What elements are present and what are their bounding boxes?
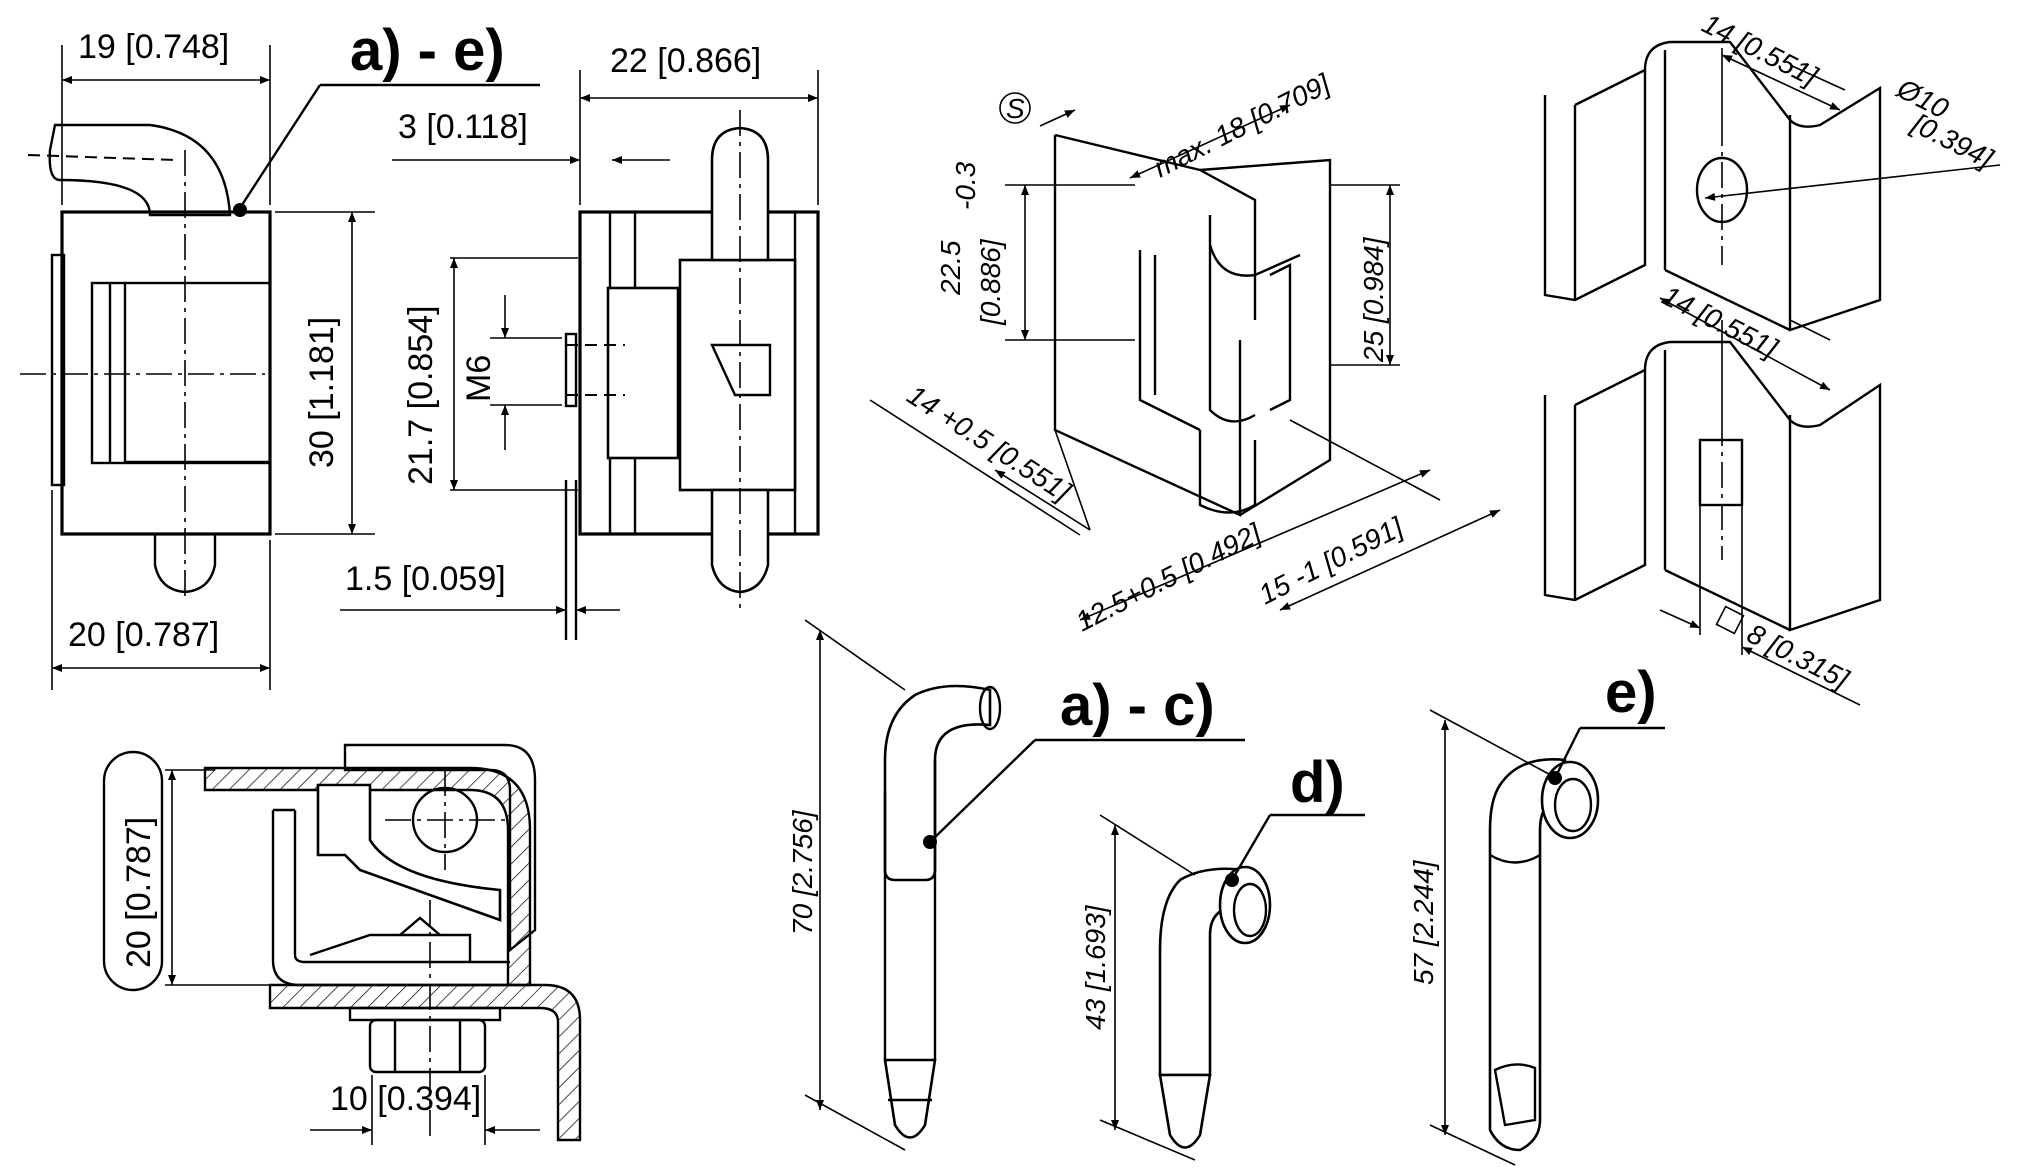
callout-d: d) <box>1290 750 1345 815</box>
dim-offset-3: 3 [0.118] <box>398 108 528 146</box>
dim-top-height-20: 20 [0.787] <box>120 817 158 968</box>
pin-a-c: 70 [2.756] a) - c) <box>787 619 1245 1151</box>
dim-pin-d-len: 43 [1.693] <box>1080 904 1111 1030</box>
s-symbol: S <box>1006 93 1025 124</box>
dim-d1-14: 14 +0.5 [0.551] <box>902 379 1077 508</box>
dim-d3-15: 15 -1 [0.591] <box>1254 511 1409 611</box>
dim-hole-in: [0.394] <box>1906 107 1998 175</box>
dim-sheet-1-5: 1.5 [0.059] <box>345 560 506 598</box>
pin-d: 43 [1.693] d) <box>1080 750 1365 1161</box>
dim-spacing-21-7: 21.7 [0.854] <box>402 305 440 485</box>
callout-e: e) <box>1605 660 1657 725</box>
dim-height-30: 30 [1.181] <box>303 317 341 468</box>
callout-a-e: a) - e) <box>350 18 505 83</box>
dim-nut-10: 10 [0.394] <box>330 1080 481 1118</box>
dim-h1-in: [0.886] <box>975 238 1006 326</box>
front-view: 19 [0.748] 30 [1.181] 20 [0.787] a) - e) <box>20 18 540 690</box>
pin-e: 57 [2.244] e) <box>1408 660 1665 1166</box>
dim-h1-main: 22.5 <box>935 240 966 296</box>
dim-h1-tol: -0.3 <box>950 161 981 210</box>
dim-pin-e-len: 57 [2.244] <box>1408 859 1439 985</box>
dim-thread-m6: M6 <box>460 355 498 402</box>
bracket-round-hole: 14 [0.551] Ø10 [0.394] <box>1543 8 2001 332</box>
dim-bracket-w2: 14 [0.551] <box>1657 280 1783 365</box>
dim-width-bottom: 20 [0.787] <box>68 616 219 654</box>
dim-width-top: 19 [0.748] <box>78 28 229 66</box>
dim-d2-12-5: 12.5+0.5 [0.492] <box>1071 517 1267 637</box>
side-view: 22 [0.866] 3 [0.118] 21.7 [0.854] M6 1.5… <box>340 42 820 640</box>
dim-overall-22: 22 [0.866] <box>610 42 761 80</box>
dim-h2-25: 25 [0.984] <box>1358 236 1389 363</box>
callout-a-c: a) - c) <box>1060 673 1215 738</box>
pin-head-top <box>48 123 232 217</box>
iso-hinge: S max. 18 [0.709] 22.5 -0.3 [0.886] 25 [… <box>869 68 1501 637</box>
dim-square-8: 8 [0.315] <box>1742 618 1854 696</box>
top-view: 20 [0.787] 10 [0.394] <box>102 743 582 1145</box>
dim-pin-ac-len: 70 [2.756] <box>787 809 818 935</box>
bracket-square-hole: 14 [0.551] 8 [0.315] <box>1543 280 1882 706</box>
